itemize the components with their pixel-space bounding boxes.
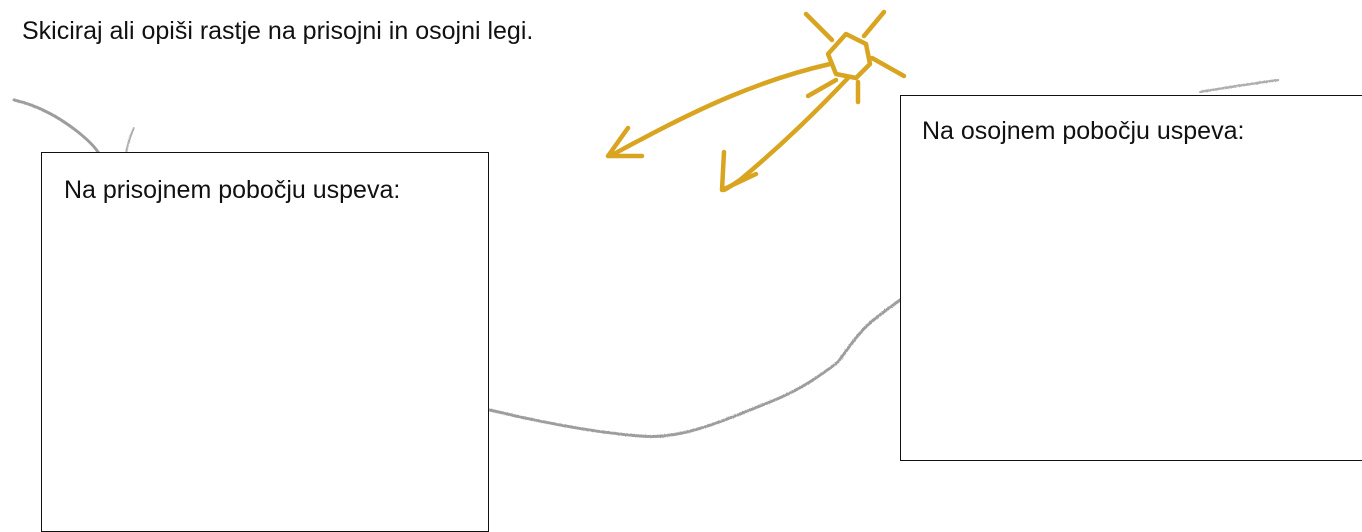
- sun-ray-arrow-icon: [605, 61, 833, 159]
- shady-slope-label: Na osojnem pobočju uspeva:: [922, 117, 1245, 145]
- sunny-slope-label: Na prisojnem pobočju uspeva:: [64, 176, 401, 204]
- left-hill-peak-line: [125, 127, 135, 153]
- terrain-sketch: [12, 9, 1280, 439]
- worksheet-instruction: Skiciraj ali opiši rastje na prisojni in…: [22, 17, 534, 45]
- valley-line: [488, 298, 902, 439]
- right-hill-line: [1198, 78, 1280, 94]
- left-hill-line: [12, 98, 100, 154]
- sunny-slope-answer-box[interactable]: Na prisojnem pobočju uspeva:: [41, 152, 489, 532]
- shady-slope-answer-box[interactable]: Na osojnem pobočju uspeva:: [900, 95, 1362, 461]
- sun-icon: [803, 9, 907, 105]
- sun-ray-arrow-icon: [719, 75, 851, 193]
